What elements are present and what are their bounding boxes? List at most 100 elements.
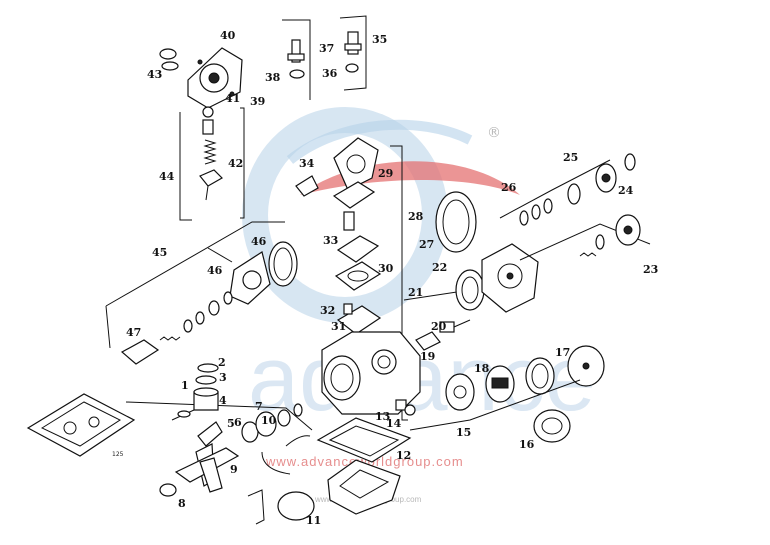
label-31: 31: [331, 320, 346, 333]
label-33: 33: [323, 234, 338, 247]
part-26-seal-stack: [519, 183, 581, 226]
part-20-fitting: [415, 331, 441, 351]
label-12: 12: [396, 449, 411, 462]
label-45: 45: [152, 246, 167, 259]
label-22: 22: [432, 261, 447, 274]
part-41-valve: [202, 106, 214, 135]
part-19-nipple: [439, 319, 471, 333]
part-33-valve-plate: [336, 211, 380, 263]
part-32-bolt: [343, 303, 353, 315]
part-11-sight-glass: [277, 491, 315, 521]
watermark-registered-mark: ®: [487, 125, 501, 141]
label-47: 47: [126, 326, 141, 339]
part-4-piston: [171, 387, 219, 421]
label-24: 24: [618, 184, 634, 197]
part-28-gasket: [435, 191, 477, 253]
label-39: 39: [250, 95, 265, 108]
label-43: 43: [147, 68, 162, 81]
part-labels: 1 2 3 4 5 6 7 8 9 10 11 12 13 14 15 16 1…: [112, 29, 658, 527]
label-17: 17: [555, 346, 570, 359]
label-37: 37: [319, 42, 334, 55]
part-oil-pan: [327, 459, 401, 515]
label-27: 27: [419, 238, 434, 251]
leader-15: [409, 379, 581, 431]
bracket-center: [390, 145, 408, 421]
label-16: 16: [519, 438, 535, 451]
label-46b: 46: [207, 264, 223, 277]
bracket-37: [282, 19, 311, 100]
part-37-screw: [287, 39, 305, 79]
label-21: 21: [408, 286, 423, 299]
bracket-45-left: [105, 305, 111, 349]
part-46-gasket: [268, 241, 298, 287]
label-8: 8: [178, 497, 186, 510]
label-19: 19: [420, 350, 435, 363]
label-36: 36: [322, 67, 338, 80]
part-6-7-bearing: [241, 403, 303, 443]
bracket-45-top: [105, 221, 285, 307]
part-30-gasket: [334, 261, 382, 291]
label-25: 25: [563, 151, 578, 164]
part-45-pump-body: [229, 251, 271, 305]
part-24-flange: [579, 214, 641, 257]
part-42-plate: [199, 169, 223, 201]
part-40-cover: [187, 47, 243, 109]
part-18-valve-plate: [445, 373, 475, 411]
part-44-spring: [203, 139, 217, 165]
label-6: 6: [234, 416, 242, 429]
part-29-head: [333, 137, 379, 191]
label-125: 125: [112, 451, 124, 458]
label-28: 28: [408, 210, 424, 223]
label-10: 10: [261, 414, 277, 427]
label-41: 41: [225, 92, 240, 105]
label-26: 26: [501, 181, 517, 194]
label-38: 38: [265, 71, 281, 84]
label-32: 32: [320, 304, 335, 317]
label-23: 23: [643, 263, 658, 276]
part-125-gasket-set: [26, 393, 136, 457]
bracket-39: [240, 107, 245, 219]
part-16-cover: [533, 409, 571, 443]
bracket-35: [339, 15, 367, 91]
label-5: 5: [227, 417, 235, 430]
bracket-44: [179, 112, 192, 221]
part-2-3-rings: [195, 363, 219, 385]
label-18: 18: [474, 362, 490, 375]
label-30: 30: [378, 262, 394, 275]
part-25-flange: [595, 153, 636, 193]
label-42: 42: [228, 157, 243, 170]
label-15: 15: [456, 426, 471, 439]
label-13: 13: [375, 410, 390, 423]
bracket-bottom: [125, 401, 313, 431]
label-9: 9: [230, 463, 238, 476]
part-12-base-gasket: [316, 417, 412, 463]
part-crankcase: [321, 331, 421, 415]
part-dipstick: [247, 489, 265, 525]
part-13-14-plug: [395, 399, 416, 416]
part-35-screw: [344, 31, 362, 73]
part-cylinder-head: [481, 243, 539, 313]
part-17-gasket: [525, 357, 555, 395]
label-34: 34: [299, 157, 315, 170]
part-47-valve-assembly: [120, 247, 233, 365]
part-34-fitting: [295, 175, 319, 197]
label-29: 29: [378, 167, 393, 180]
label-46a: 46: [251, 235, 267, 248]
part-reed-valve: [485, 365, 515, 403]
part-31-plate: [336, 305, 382, 335]
part-oil-pickup: [261, 451, 291, 475]
label-2: 2: [218, 356, 226, 369]
label-1: 1: [181, 379, 189, 392]
part-43-cap: [159, 48, 179, 71]
label-3: 3: [219, 371, 227, 384]
label-40: 40: [220, 29, 236, 42]
label-35: 35: [372, 33, 387, 46]
part-9-crankshaft: [174, 447, 240, 493]
part-29-gasket: [332, 181, 376, 209]
leader-26: [499, 159, 611, 219]
label-20: 20: [431, 320, 447, 333]
part-8-seal: [159, 483, 177, 497]
watermark-url: www.advanceworldgroup.com: [265, 454, 464, 469]
part-22-gasket: [455, 269, 485, 311]
